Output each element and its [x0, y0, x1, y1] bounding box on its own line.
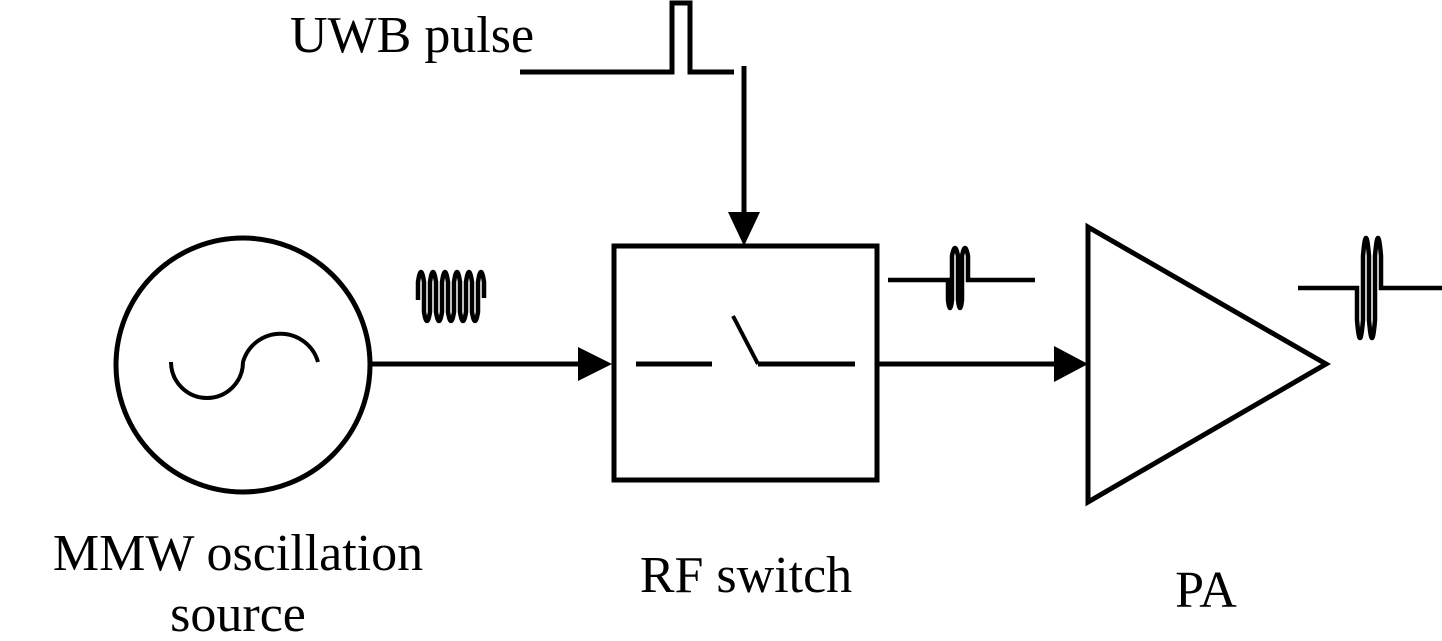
uwb-pulse-waveform: [520, 0, 734, 75]
switch-to-pa-arrowhead: [1054, 346, 1088, 382]
sine-wave-continuous-icon: [415, 269, 487, 324]
rf-switch-block: [611, 243, 880, 483]
oscillator-block: [113, 235, 373, 495]
uwb-pulse-label: UWB pulse: [290, 7, 534, 64]
control-arrowhead: [728, 212, 760, 246]
pa-amplifier-triangle: [1085, 222, 1331, 507]
sine-symbol-icon: [169, 331, 320, 400]
switch-blade: [731, 315, 760, 365]
oscillator-label-line2: source: [170, 586, 306, 641]
gated-burst-waveform-icon: [888, 245, 1035, 311]
oscillator-label-line1: MMW oscillation: [53, 525, 423, 582]
amplified-burst-waveform-icon: [1298, 235, 1442, 341]
pa-label: PA: [1175, 562, 1237, 619]
rf-switch-label: RF switch: [640, 547, 852, 604]
osc-to-switch-arrowhead: [578, 347, 612, 381]
